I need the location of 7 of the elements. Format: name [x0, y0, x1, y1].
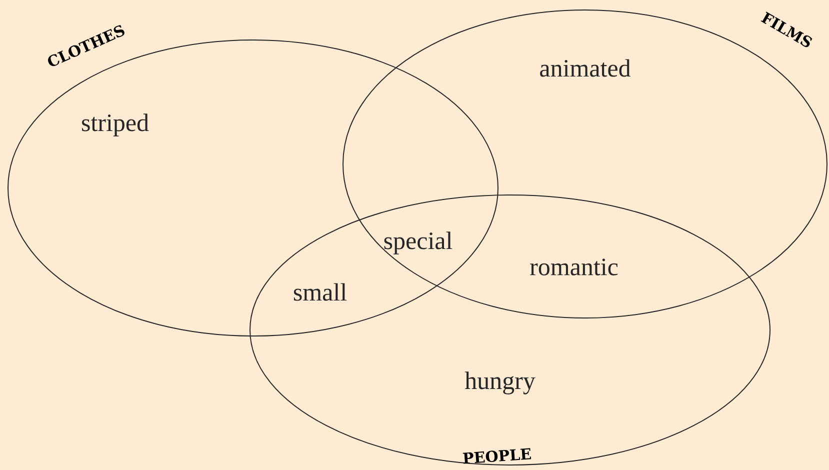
set-heading: PEOPLE	[462, 448, 532, 464]
item-label: hungry	[464, 372, 536, 394]
item-label: small	[294, 283, 347, 301]
item-label: striped	[82, 114, 149, 136]
item-label: special	[384, 232, 452, 254]
item-label: romantic	[530, 258, 618, 276]
item-label: animated	[540, 59, 631, 77]
